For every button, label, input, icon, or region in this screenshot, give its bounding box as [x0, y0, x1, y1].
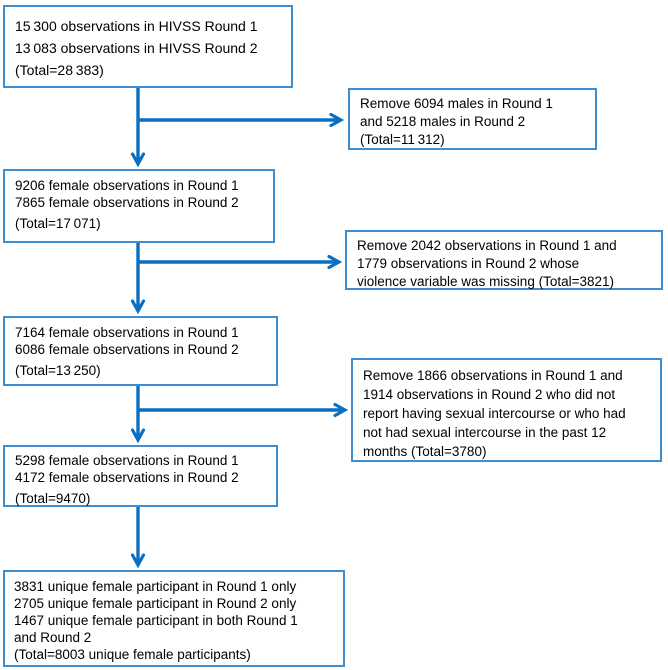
box-text-line: and 5218 males in Round 2 — [360, 114, 526, 129]
box-text-line: 1467 unique female participant in both R… — [14, 613, 298, 628]
box-text-line: and Round 2 — [14, 630, 92, 645]
box-total-line: (Total=11 312) — [360, 132, 445, 147]
box-text-line: 4172 female observations in Round 2 — [15, 470, 239, 485]
box-text-line: Remove 1866 observations in Round 1 and — [363, 368, 623, 383]
exclusion-box-no-intercourse: Remove 1866 observations in Round 1 and … — [351, 358, 662, 462]
box-total-line: (Total=28 383) — [15, 62, 104, 78]
exclusion-box-missing-violence: Remove 2042 observations in Round 1 and … — [345, 230, 663, 290]
box-text-line: 9206 female observations in Round 1 — [15, 178, 239, 193]
flow-box-sexually-active: 5298 female observations in Round 1 4172… — [3, 445, 278, 507]
box-total-line: (Total=13 250) — [15, 363, 101, 378]
box-text-line: violence variable was missing (Total=382… — [357, 274, 615, 289]
box-text-line: 3831 unique female participant in Round … — [14, 579, 297, 594]
box-text-line: 1914 observations in Round 2 who did not — [363, 387, 616, 402]
box-text-line: report having sexual intercourse or who … — [363, 406, 626, 421]
box-total-line: (Total=17 071) — [15, 216, 101, 231]
box-total-line: (Total=8003 unique female participants) — [14, 647, 251, 662]
exclusion-box-males: Remove 6094 males in Round 1 and 5218 ma… — [348, 88, 597, 150]
box-text-line: 2705 unique female participant in Round … — [14, 596, 297, 611]
box-text-line: 6086 female observations in Round 2 — [15, 342, 239, 357]
flow-box-all-observations: 15 300 observations in HIVSS Round 1 13 … — [3, 5, 293, 88]
box-text-line: Remove 6094 males in Round 1 — [360, 96, 553, 111]
box-text-line: not had sexual intercourse in the past 1… — [363, 425, 607, 440]
box-text-line: 1779 observations in Round 2 whose — [357, 256, 580, 271]
box-text-line: 15 300 observations in HIVSS Round 1 — [15, 18, 258, 34]
box-text-line: 7164 female observations in Round 1 — [15, 325, 239, 340]
box-total-line: (Total=9470) — [15, 491, 91, 506]
flow-box-unique-participants: 3831 unique female participant in Round … — [3, 570, 345, 667]
box-text-line: 7865 female observations in Round 2 — [15, 195, 239, 210]
box-text-line: Remove 2042 observations in Round 1 and — [357, 238, 617, 253]
box-text-line: months (Total=3780) — [363, 444, 487, 459]
flow-box-violence-nonmissing: 7164 female observations in Round 1 6086… — [3, 316, 278, 386]
flow-box-female-observations: 9206 female observations in Round 1 7865… — [3, 169, 275, 243]
box-text-line: 13 083 observations in HIVSS Round 2 — [15, 40, 258, 56]
box-text-line: 5298 female observations in Round 1 — [15, 453, 239, 468]
